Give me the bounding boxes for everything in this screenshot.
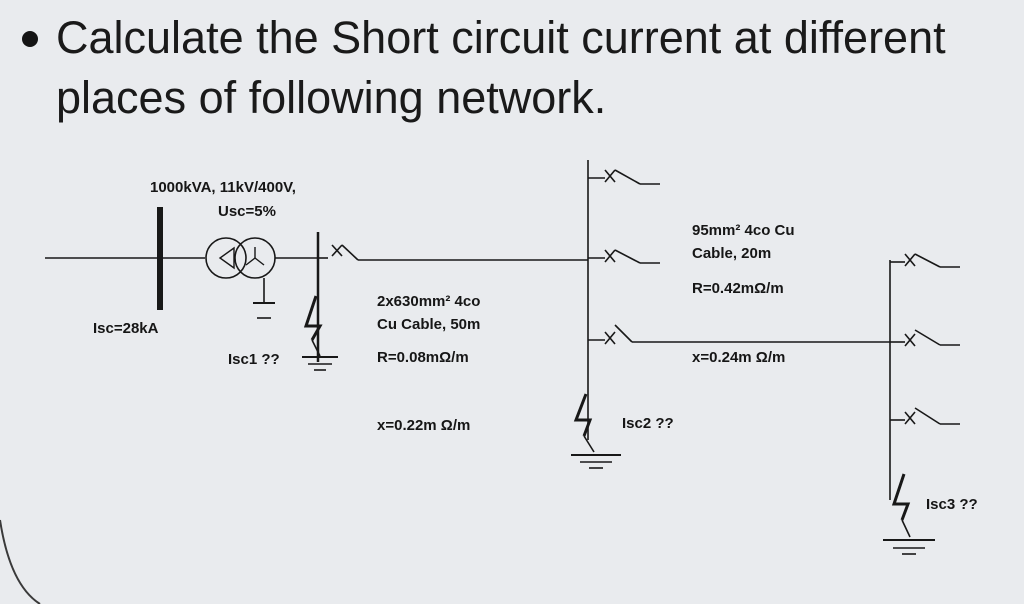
fault-arrow-2 bbox=[573, 393, 593, 437]
busbar-3-breakers bbox=[890, 253, 960, 425]
slide-frame-edge bbox=[0, 519, 41, 604]
fault-arrow-1 bbox=[303, 295, 323, 341]
delta-symbol bbox=[218, 246, 235, 270]
bullet-point bbox=[22, 31, 38, 47]
fault-arrow-3 bbox=[891, 473, 911, 521]
source-isc-label: Isc=28kA bbox=[93, 320, 159, 337]
transformer-usc-label: Usc=5% bbox=[218, 203, 276, 220]
main-cable-reactance-label: x=0.22m Ω/m bbox=[377, 417, 471, 434]
main-cable-size-label: 2x630mm² 4co bbox=[377, 293, 481, 310]
branch-cable-size-label: 95mm² 4co Cu bbox=[692, 222, 795, 239]
branch-cable-resistance-label: R=0.42mΩ/m bbox=[692, 280, 784, 297]
isc1-label: Isc1 ?? bbox=[228, 351, 280, 368]
slide-title: Calculate the Short circuit current at d… bbox=[56, 12, 946, 123]
transformer-rating-label: 1000kVA, 11kV/400V, bbox=[150, 179, 296, 196]
isc3-label: Isc3 ?? bbox=[926, 496, 978, 513]
main-cable-resistance-label: R=0.08mΩ/m bbox=[377, 349, 469, 366]
transformer-primary-winding bbox=[205, 237, 247, 279]
main-cable-type-label: Cu Cable, 50m bbox=[377, 316, 481, 333]
branch-cable-type-label: Cable, 20m bbox=[692, 245, 772, 262]
isc2-label: Isc2 ?? bbox=[622, 415, 674, 432]
branch-cable-reactance-label: x=0.24m Ω/m bbox=[692, 349, 786, 366]
